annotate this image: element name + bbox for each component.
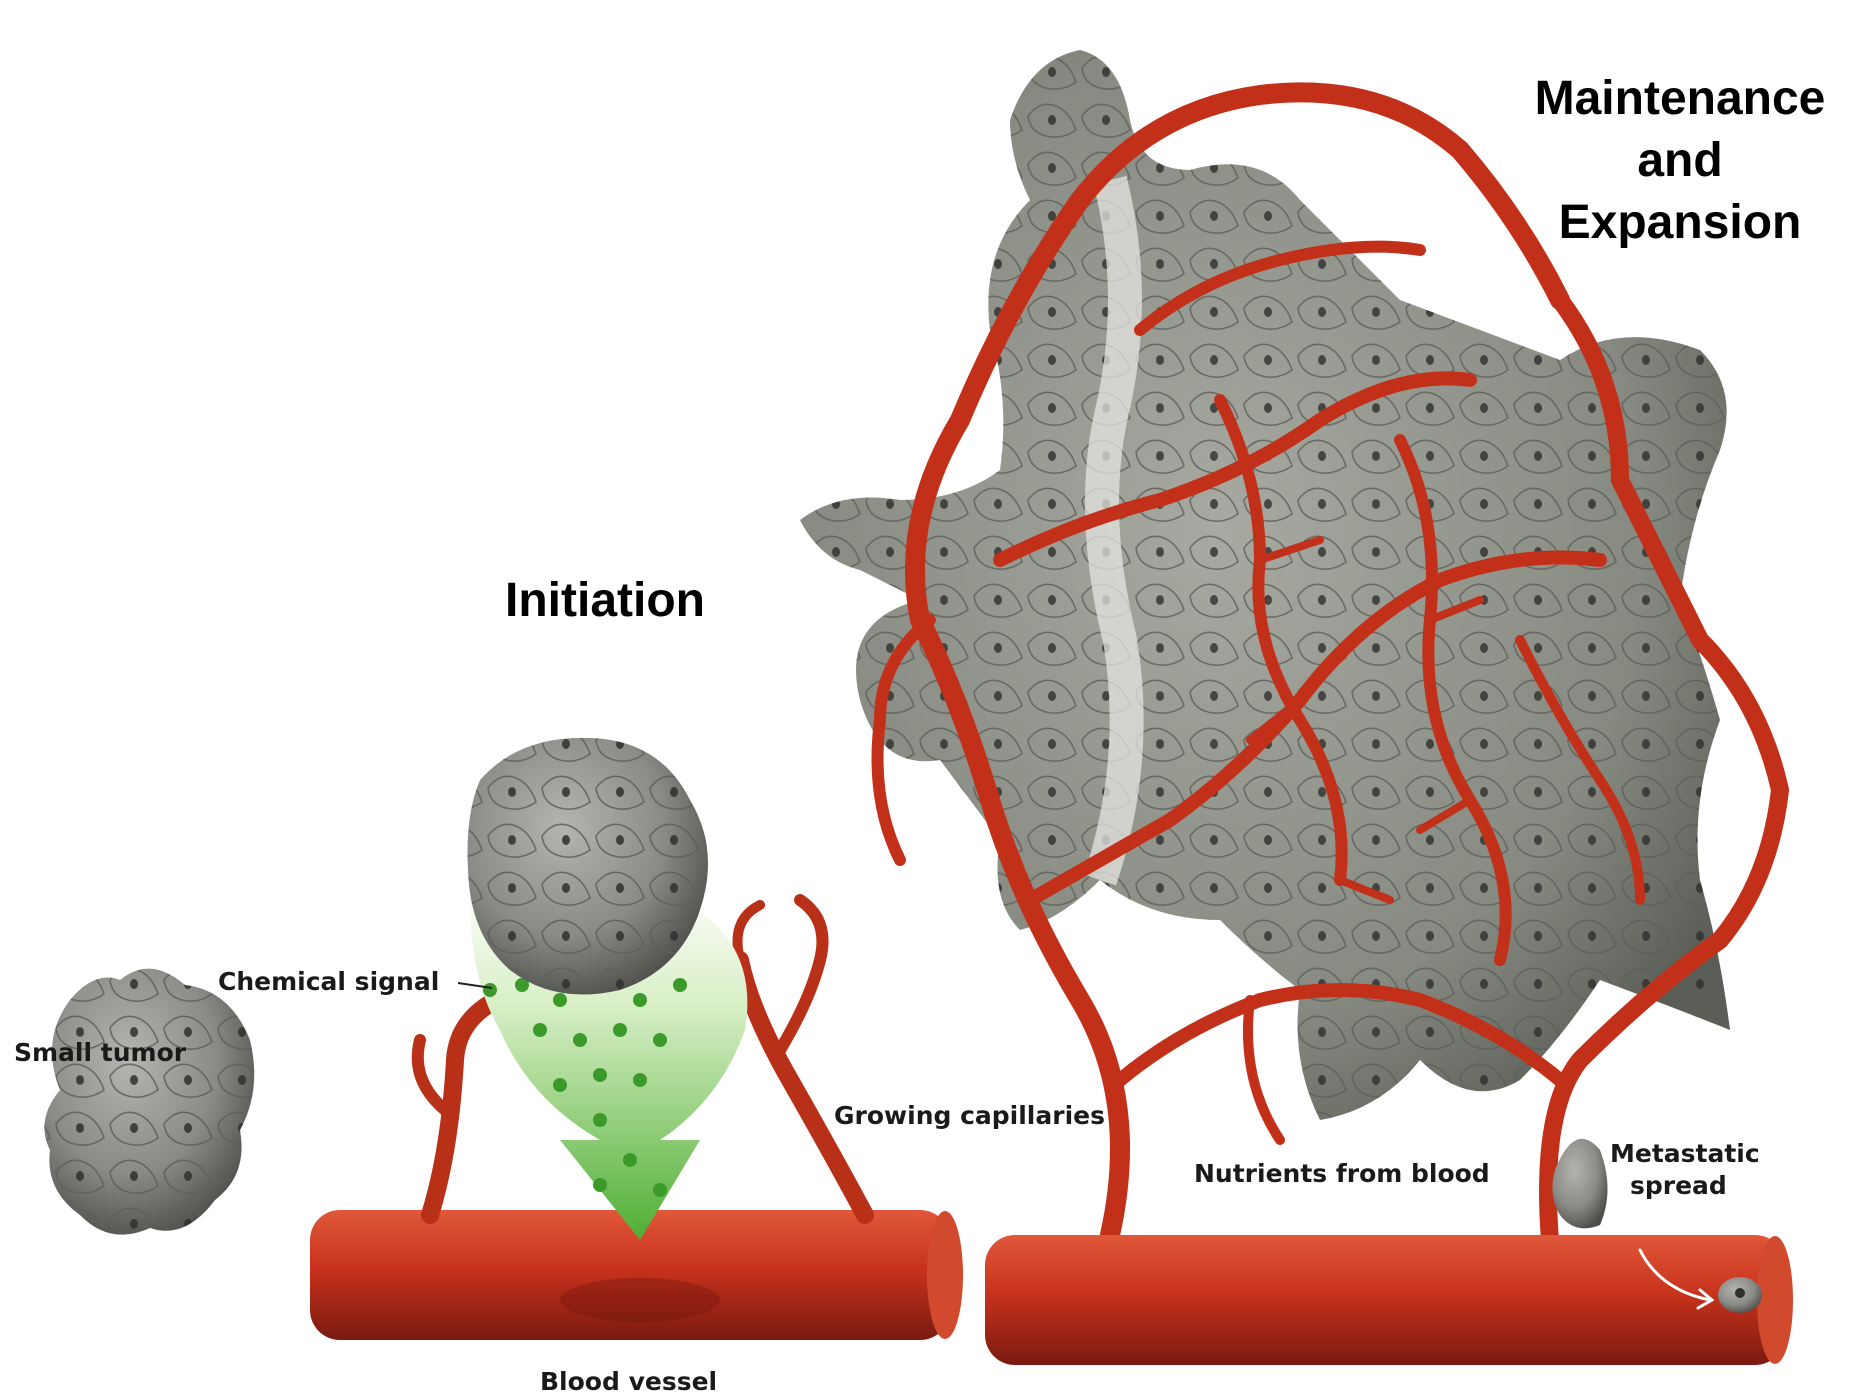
initiation-illustration	[310, 738, 963, 1340]
maintenance-title-line3: Expansion	[1515, 192, 1845, 254]
blood-vessel-expansion	[985, 1235, 1793, 1365]
blood-vessel-label: Blood vessel	[540, 1366, 717, 1398]
initiation-title: Initiation	[470, 570, 740, 632]
maintenance-title-line1: Maintenance	[1515, 68, 1845, 130]
small-tumor-illustration	[44, 969, 254, 1235]
maintenance-title-line2: and	[1515, 130, 1845, 192]
maintenance-expansion-title: Maintenance and Expansion	[1515, 68, 1845, 254]
initiation-tumor	[468, 738, 709, 995]
growing-capillaries-label: Growing capillaries	[834, 1100, 1105, 1132]
chemical-signal-label: Chemical signal	[218, 966, 439, 998]
metastatic-spread-label: Metastatic spread	[1610, 1138, 1760, 1202]
metastatic-label-line2: spread	[1610, 1170, 1760, 1202]
metastatic-label-line1: Metastatic	[1610, 1138, 1760, 1170]
small-tumor-label: Small tumor	[14, 1037, 186, 1069]
nutrients-from-blood-label: Nutrients from blood	[1194, 1158, 1490, 1190]
